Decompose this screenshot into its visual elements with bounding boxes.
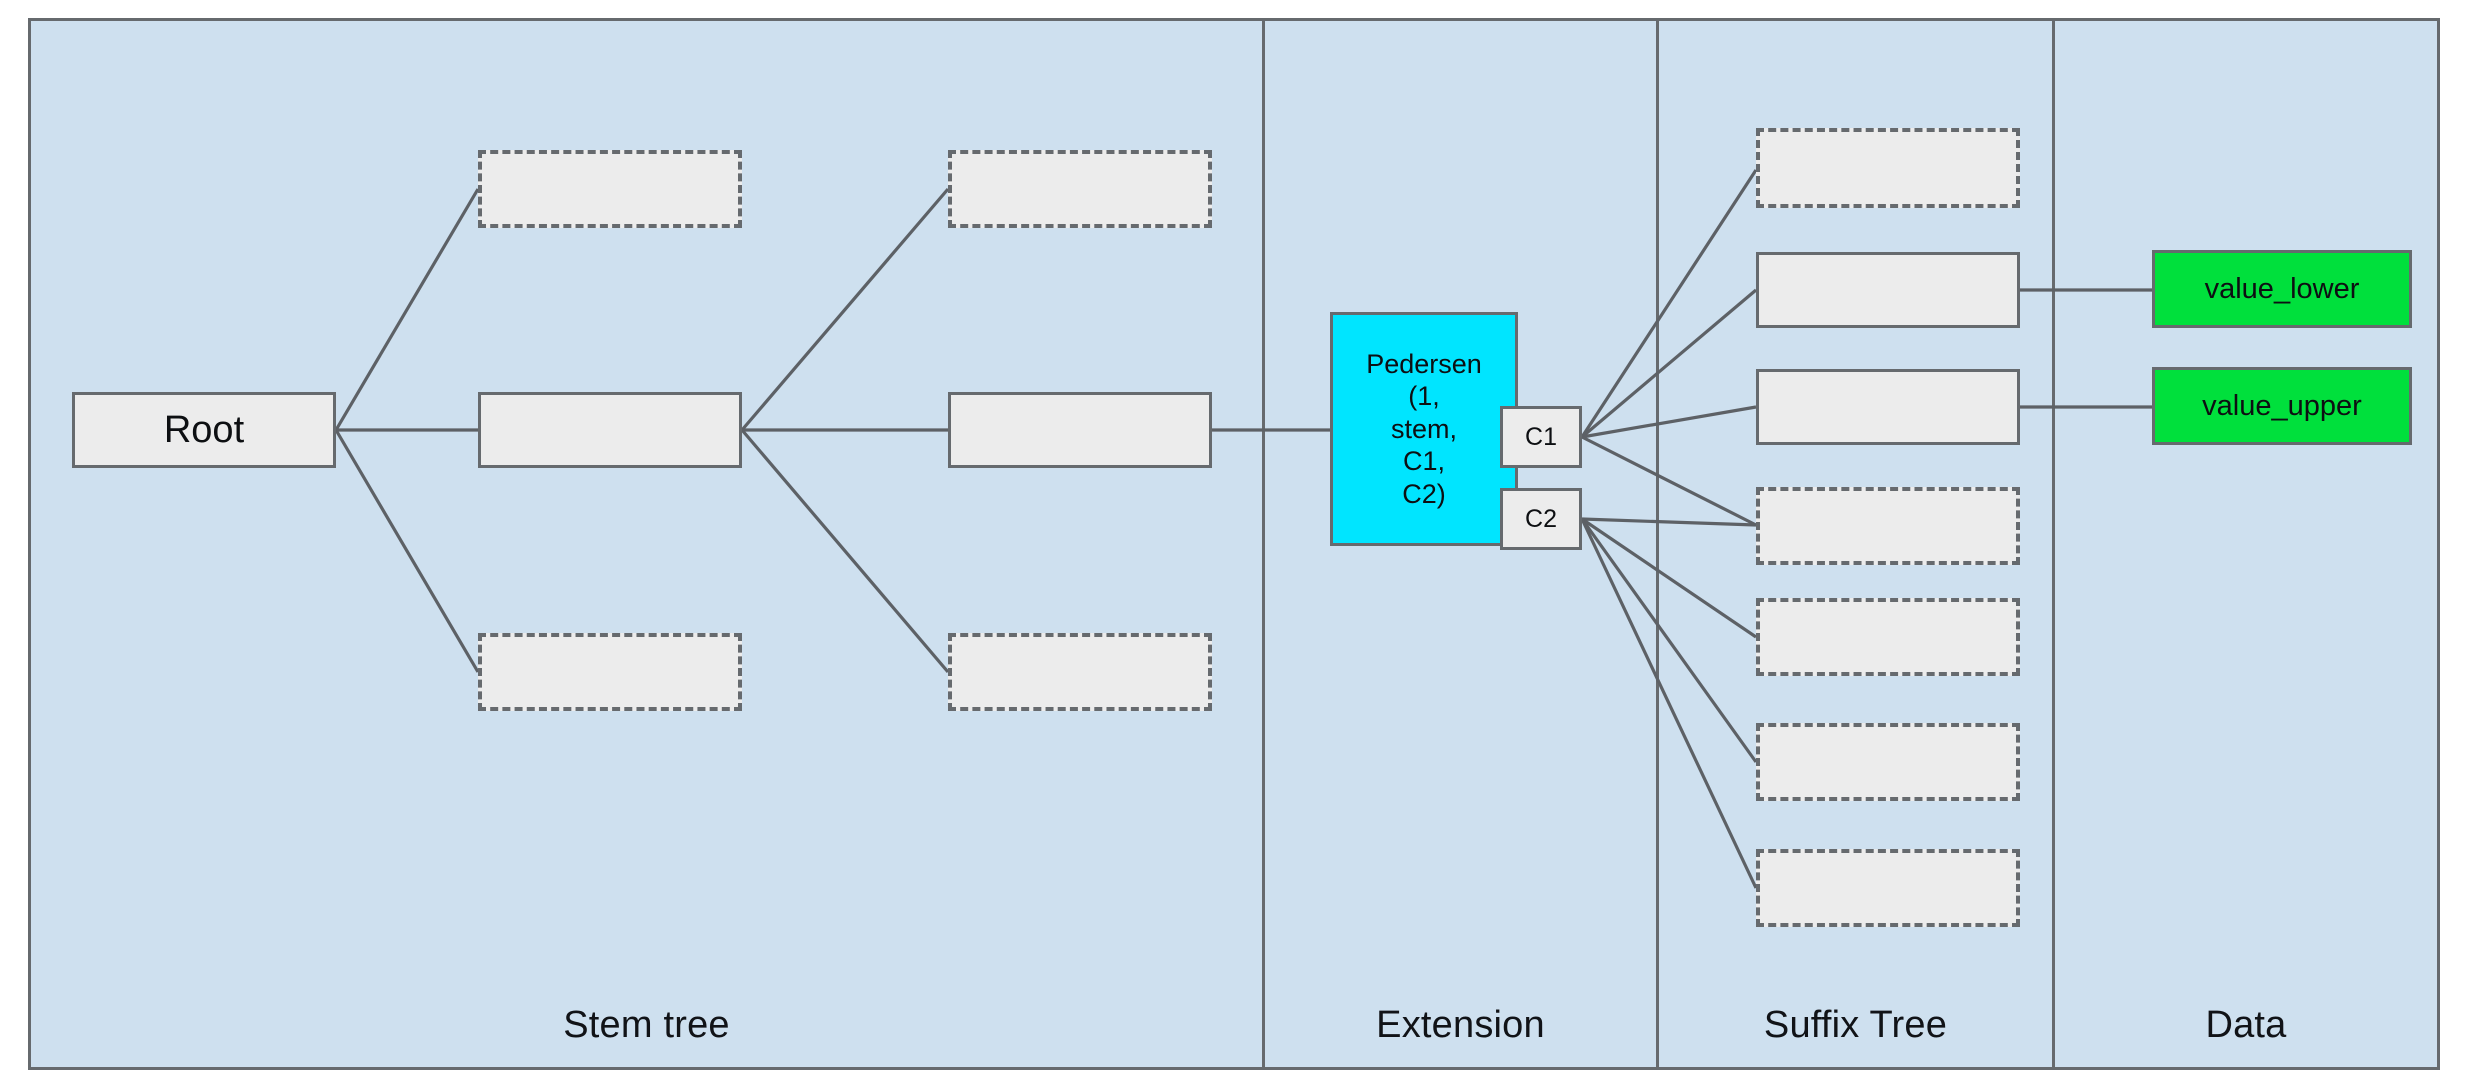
suffix-node-7[interactable] [1756, 849, 2020, 927]
extension-commitment-c2[interactable]: C2 [1500, 488, 1582, 550]
suffix-node-4[interactable] [1756, 487, 2020, 565]
lane-divider-1 [1262, 21, 1265, 1067]
stem-node-l1-top[interactable] [478, 150, 742, 228]
lane-label-extension: Extension [1376, 1004, 1545, 1046]
swimlane-container: Stem tree Extension Suffix Tree Data [28, 18, 2440, 1070]
data-node-value-upper[interactable]: value_upper [2152, 367, 2412, 445]
suffix-node-2[interactable] [1756, 252, 2020, 328]
stem-node-l1-bottom[interactable] [478, 633, 742, 711]
suffix-node-3[interactable] [1756, 369, 2020, 445]
suffix-node-6[interactable] [1756, 723, 2020, 801]
data-node-value-lower[interactable]: value_lower [2152, 250, 2412, 328]
stem-node-l2-top[interactable] [948, 150, 1212, 228]
stem-node-l2-bottom[interactable] [948, 633, 1212, 711]
stem-node-l2-mid[interactable] [948, 392, 1212, 468]
lane-label-suffix-tree: Suffix Tree [1763, 1004, 1948, 1046]
pedersen-label: Pedersen (1, stem, C1, C2) [1366, 349, 1482, 509]
suffix-node-1[interactable] [1756, 128, 2020, 208]
stem-node-l1-mid[interactable] [478, 392, 742, 468]
extension-pedersen-node[interactable]: Pedersen (1, stem, C1, C2) [1330, 312, 1518, 546]
extension-commitment-c1[interactable]: C1 [1500, 406, 1582, 468]
lane-label-data: Data [2205, 1004, 2287, 1046]
lane-divider-2 [1656, 21, 1659, 1067]
suffix-node-5[interactable] [1756, 598, 2020, 676]
lane-divider-3 [2052, 21, 2055, 1067]
lane-label-stem-tree: Stem tree [563, 1004, 730, 1046]
stem-node-root[interactable]: Root [72, 392, 336, 468]
